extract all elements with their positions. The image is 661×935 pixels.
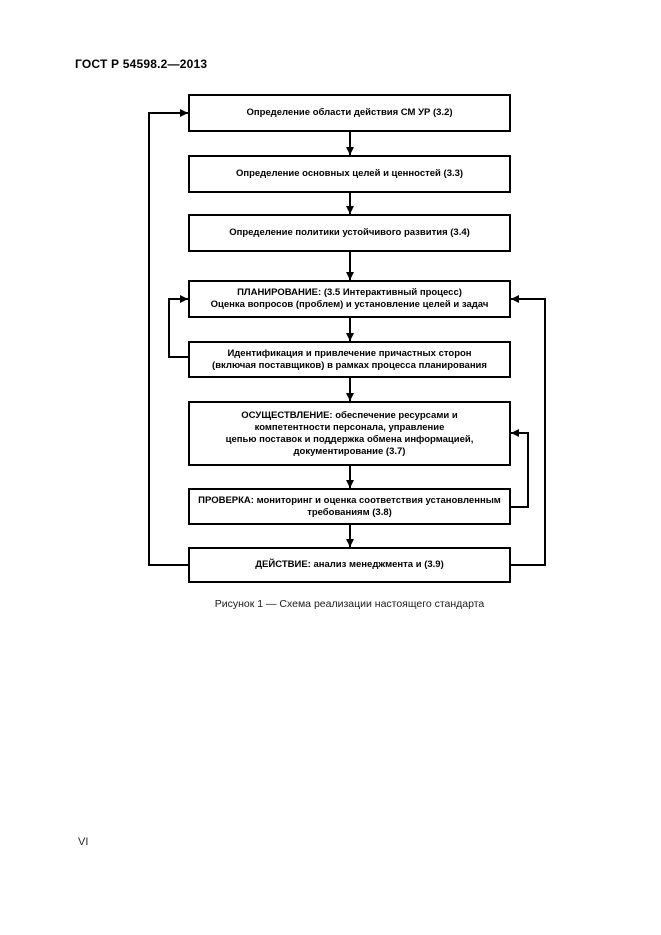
page-number: VI bbox=[78, 836, 89, 848]
flow-box-scope-label: Определение области действия СМ УР (3.2) bbox=[246, 107, 453, 118]
flow-box-policy: Определение политики устойчивого развити… bbox=[188, 214, 511, 252]
feedback-left-short bbox=[168, 295, 188, 358]
flow-box-planning-label: ПЛАНИРОВАНИЕ: (3.5 Интерактивный процесс… bbox=[210, 287, 489, 310]
flow-box-goals-label: Определение основных целей и ценностей (… bbox=[235, 168, 464, 179]
flow-box-action: ДЕЙСТВИЕ: анализ менеджмента и (3.9) bbox=[188, 547, 511, 583]
flow-box-planning: ПЛАНИРОВАНИЕ: (3.5 Интерактивный процесс… bbox=[188, 280, 511, 318]
flow-box-stakeholders-label: Идентификация и привлечение причастных с… bbox=[212, 347, 487, 371]
flow-box-scope: Определение области действия СМ УР (3.2) bbox=[188, 94, 511, 132]
flow-box-stakeholders: Идентификация и привлечение причастных с… bbox=[188, 341, 511, 378]
flow-box-goals: Определение основных целей и ценностей (… bbox=[188, 155, 511, 193]
flow-box-check-label: ПРОВЕРКА: мониторинг и оценка соответств… bbox=[198, 494, 501, 518]
feedback-left-long bbox=[148, 109, 188, 566]
document-header: ГОСТ Р 54598.2—2013 bbox=[75, 57, 208, 71]
flow-box-policy-label: Определение политики устойчивого развити… bbox=[229, 227, 470, 238]
figure-caption: Рисунок 1 — Схема реализации настоящего … bbox=[214, 598, 485, 610]
flow-box-implementation: ОСУЩЕСТВЛЕНИЕ: обеспечение ресурсами и к… bbox=[188, 401, 511, 466]
flow-box-check: ПРОВЕРКА: мониторинг и оценка соответств… bbox=[188, 488, 511, 525]
flow-box-implementation-label: ОСУЩЕСТВЛЕНИЕ: обеспечение ресурсами и к… bbox=[225, 409, 474, 457]
flow-box-action-label: ДЕЙСТВИЕ: анализ менеджмента и (3.9) bbox=[255, 559, 444, 570]
feedback-right-short bbox=[511, 429, 529, 508]
feedback-right-long bbox=[511, 295, 546, 566]
